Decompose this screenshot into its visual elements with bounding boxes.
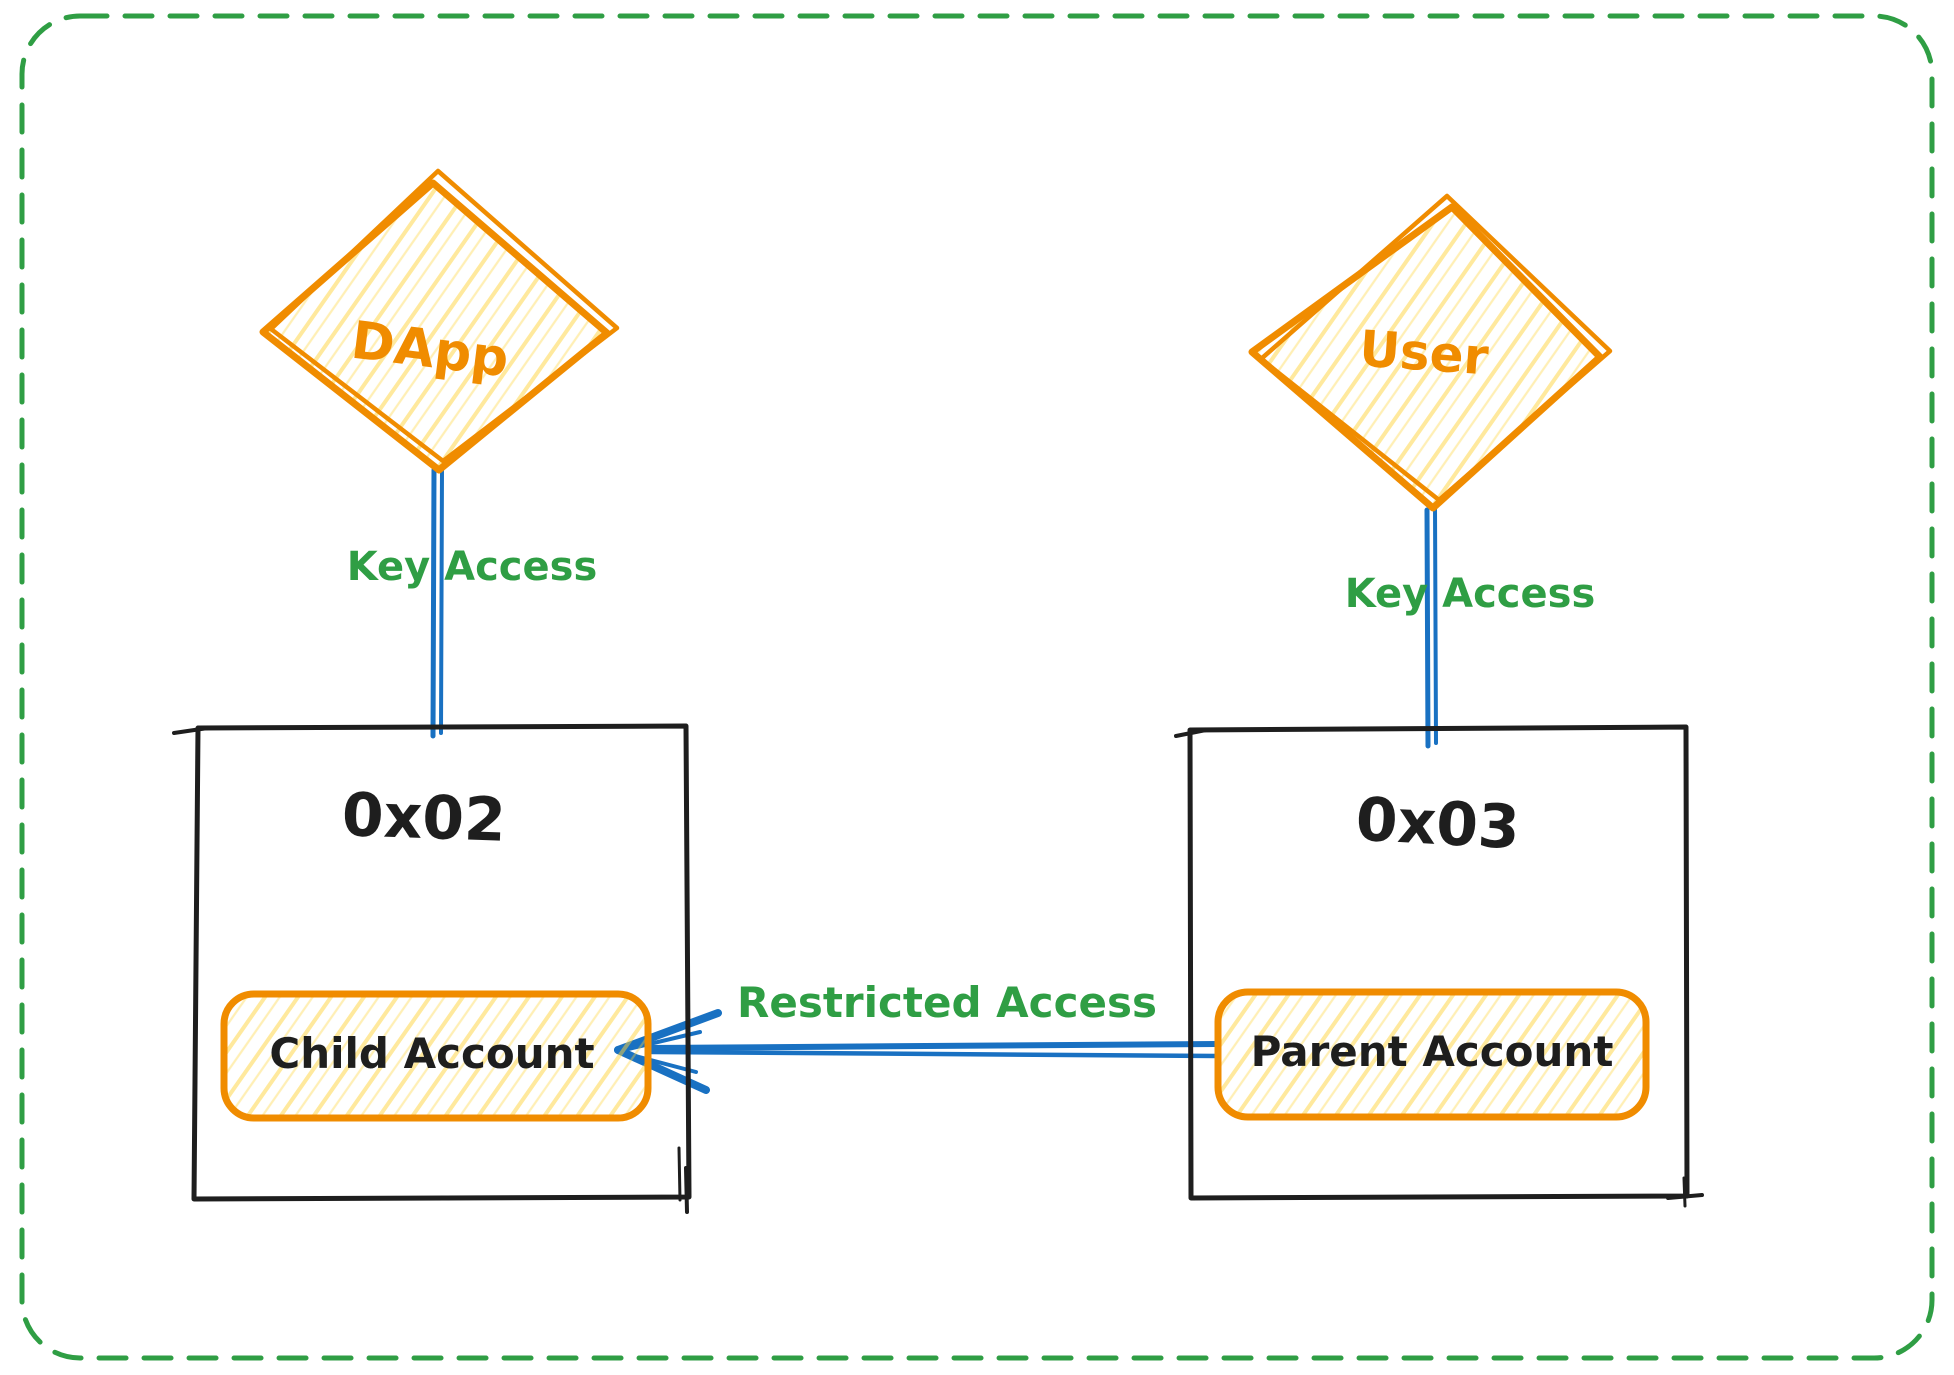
right-box-overdraw [1174,728,1208,738]
user-diamond-overdraw [1258,193,1613,503]
arrow-line [649,1049,1221,1059]
dapp-diamond-overdraw [268,168,620,464]
left-box-title: 0x02 [341,780,507,856]
edge-line [1424,507,1431,749]
outer-dashed-border [19,13,1935,1361]
key-access-label-left: Key Access [347,544,598,590]
node-left-box: 0x02 Child Account [172,723,692,1214]
user-label: User [1358,320,1491,387]
node-right-box: 0x03 Parent Account [1174,724,1704,1208]
child-account-pill [220,990,652,1122]
user-diamond [1248,203,1604,512]
parent-account-label: Parent Account [1251,1027,1614,1076]
parent-account-fill [1218,992,1646,1117]
child-account-label: Child Account [269,1029,594,1078]
left-box-overdraw [677,1146,682,1202]
node-dapp: DApp [259,168,620,474]
node-parent-account: Parent Account [1214,988,1650,1121]
edge-dapp-to-left [430,466,444,739]
right-box-overdraw [1682,1176,1687,1208]
arrow-line [645,1041,1221,1051]
right-box-title: 0x03 [1354,785,1521,863]
parent-account-pill [1214,988,1650,1121]
restricted-access-label: Restricted Access [737,978,1157,1027]
left-box-outline [191,723,692,1202]
edge-line [439,466,444,735]
edge-line [1433,506,1438,745]
edge-line [430,467,437,739]
edge-user-to-right [1424,506,1438,749]
left-box-overdraw [172,726,210,735]
key-access-label-right: Key Access [1345,571,1596,617]
child-account-fill [224,994,648,1118]
left-box-overdraw [684,1166,689,1214]
node-user: User [1248,193,1613,512]
node-child-account: Child Account [220,990,652,1122]
